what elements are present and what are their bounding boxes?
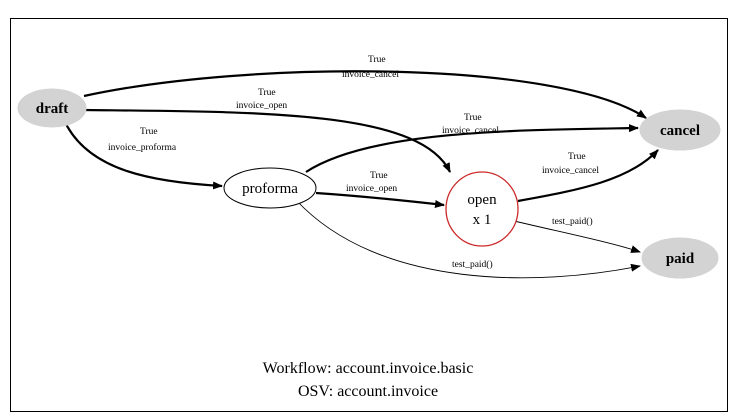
node-cancel-label: cancel [660, 123, 700, 139]
node-paid[interactable]: paid [641, 237, 719, 279]
edge-draft-proforma [65, 123, 223, 190]
edge-label-proforma-open-action: invoice_open [346, 184, 397, 194]
edge-label-proforma-cancel-action: invoice_cancel [442, 126, 499, 136]
caption-osv: OSV: account.invoice [298, 383, 438, 400]
edge-open-paid [509, 219, 641, 253]
edge-proforma-paid [295, 199, 641, 279]
edge-proforma-open [315, 191, 445, 208]
node-draft-label: draft [36, 101, 69, 117]
edge-proforma-cancel [305, 124, 639, 173]
edge-draft-open [83, 108, 451, 173]
node-cancel[interactable]: cancel [639, 109, 721, 151]
node-proforma-label: proforma [242, 181, 298, 197]
edge-label-draft-proforma-action: invoice_proforma [108, 142, 177, 153]
edge-label-proforma-open-cond: True [370, 171, 388, 181]
edge-label-open-cancel-cond: True [568, 152, 586, 162]
caption-workflow: Workflow: account.invoice.basic [263, 360, 474, 377]
edge-label-open-paid-cond: test_paid() [552, 216, 593, 227]
edge-label-draft-proforma-cond: True [140, 127, 158, 137]
edge-label-proforma-cancel-cond: True [464, 113, 482, 123]
edge-label-draft-cancel-action: invoice_cancel [342, 70, 399, 80]
edge-label-draft-open-action: invoice_open [236, 101, 287, 111]
edge-label-proforma-paid-cond: test_paid() [452, 259, 493, 270]
node-paid-label: paid [666, 251, 695, 267]
edge-label-draft-open-cond: True [258, 88, 276, 98]
node-proforma[interactable]: proforma [223, 167, 317, 209]
diagram-frame [10, 18, 728, 412]
edge-open-cancel [517, 149, 659, 203]
node-draft[interactable]: draft [17, 88, 87, 128]
edge-draft-cancel [83, 70, 647, 119]
node-open-count: x 1 [473, 212, 492, 228]
edge-label-open-cancel-action: invoice_cancel [542, 166, 599, 176]
edge-label-draft-cancel-cond: True [368, 55, 386, 65]
node-open[interactable]: open x 1 [445, 171, 519, 247]
node-open-label: open [467, 192, 497, 208]
